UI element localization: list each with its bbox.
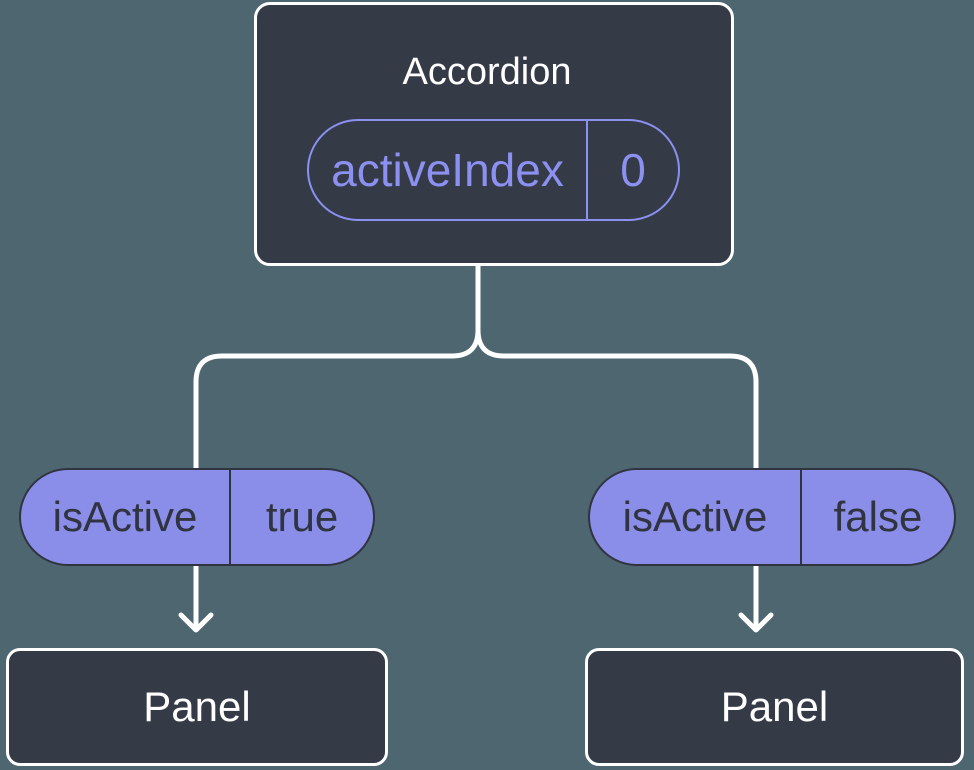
prop-pill-value: true [265, 493, 339, 540]
fork-branch-left [193, 261, 481, 473]
arrow-down-right-icon [738, 612, 774, 633]
panel-node-left: Panel [6, 648, 388, 766]
arrow-down-left-icon [178, 612, 214, 633]
state-pill-value: 0 [620, 144, 646, 196]
prop-pill-is-active-right: isActive false [588, 468, 956, 566]
accordion-node-label: Accordion [402, 51, 572, 93]
prop-pill-key: isActive [21, 470, 231, 564]
state-pill-active-index: activeIndex 0 [307, 119, 680, 221]
fork-branch-right [475, 261, 759, 473]
prop-pill-key: isActive [590, 470, 802, 564]
panel-node-label: Panel [143, 683, 251, 730]
prop-pill-is-active-left: isActive true [19, 468, 375, 566]
prop-pill-value: false [833, 493, 923, 540]
panel-node-label: Panel [720, 683, 829, 730]
panel-node-right: Panel [585, 648, 964, 766]
state-pill-key: activeIndex [309, 121, 588, 219]
